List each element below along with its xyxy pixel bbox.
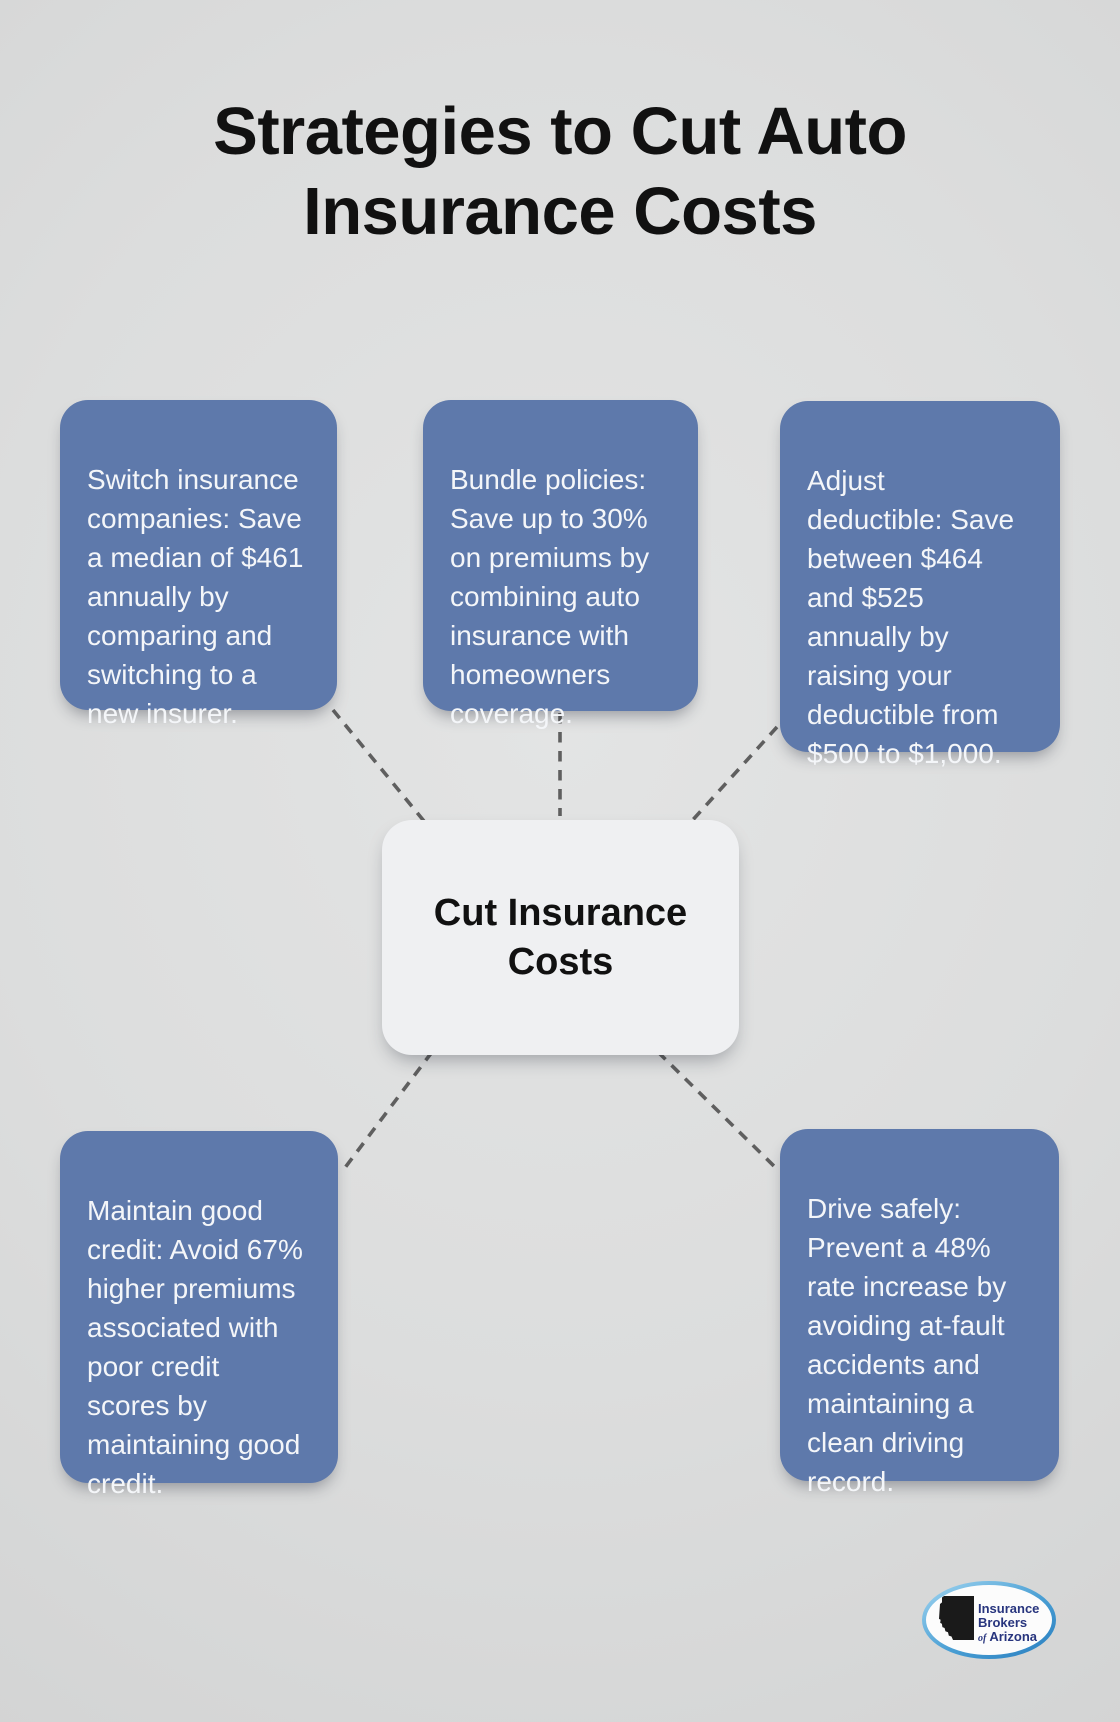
central-node: Cut Insurance Costs (382, 820, 739, 1055)
strategy-text: Bundle policies: Save up to 30% on premi… (450, 464, 650, 729)
logo-text-of: of (978, 1633, 988, 1644)
central-node-label: Cut Insurance Costs (433, 891, 688, 983)
connector-line (339, 1050, 434, 1175)
strategy-text: Adjust deductible: Save between $464 and… (807, 465, 1015, 769)
strategy-node-drive-safely: Drive safely: Prevent a 48% rate increas… (780, 1129, 1059, 1497)
logo-text-line2: Brokers (978, 1615, 1027, 1630)
connector-line (331, 708, 430, 828)
strategy-node-switch-insurance: Switch insurance companies: Save a media… (60, 400, 337, 729)
page-title: Strategies to Cut Auto Insurance Costs (213, 94, 907, 249)
strategy-node-adjust-deductible: Adjust deductible: Save between $464 and… (780, 401, 1060, 769)
strategy-text: Drive safely: Prevent a 48% rate increas… (807, 1193, 1007, 1497)
logo-text-arizona: Arizona (989, 1629, 1037, 1644)
arizona-state-icon (939, 1596, 974, 1640)
strategy-text: Maintain good credit: Avoid 67% higher p… (87, 1195, 303, 1499)
connector-line (656, 1050, 781, 1173)
strategy-text: Switch insurance companies: Save a media… (87, 464, 304, 729)
strategy-node-maintain-credit: Maintain good credit: Avoid 67% higher p… (60, 1131, 338, 1499)
connector-line (688, 725, 779, 825)
strategy-node-bundle-policies: Bundle policies: Save up to 30% on premi… (423, 400, 698, 729)
logo-text-line1: Insurance (978, 1601, 1039, 1616)
